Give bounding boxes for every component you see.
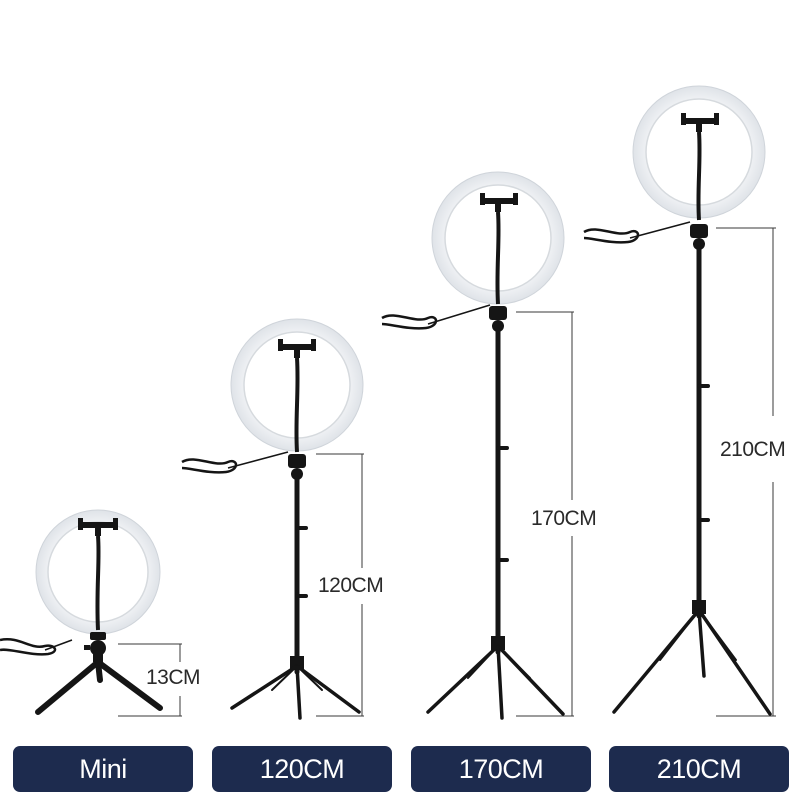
usb-cable	[0, 638, 73, 656]
pole-mount	[288, 454, 306, 480]
height-dimension-line	[516, 311, 574, 717]
stand-210cm	[583, 85, 776, 717]
height-label-120cm: 120CM	[318, 574, 384, 597]
height-label-mini: 13CM	[146, 666, 201, 689]
pole-mount	[690, 224, 708, 250]
pole-mount	[489, 306, 507, 332]
stand-name-210cm: 210CM	[609, 746, 789, 792]
gooseneck	[294, 357, 300, 453]
height-label-170cm: 170CM	[531, 507, 597, 530]
phone-holder	[278, 339, 316, 358]
tripod-base	[612, 600, 772, 716]
stand-name-120cm: 120CM	[212, 746, 392, 792]
mini-stand	[0, 509, 182, 717]
gooseneck	[696, 131, 702, 221]
height-dimension-line	[716, 227, 776, 717]
gooseneck	[95, 535, 101, 631]
stand-170cm	[381, 171, 574, 720]
phone-holder	[480, 193, 518, 212]
stand-name-170cm: 170CM	[411, 746, 591, 792]
height-dimension-line	[118, 643, 182, 717]
phone-holder	[78, 518, 118, 536]
telescoping-pole	[495, 327, 509, 655]
ball-head	[84, 632, 106, 662]
usb-cable	[181, 451, 289, 474]
usb-cable	[583, 221, 691, 244]
stand-name-mini: Mini	[13, 746, 193, 792]
height-dimension-line	[316, 453, 364, 717]
gooseneck	[495, 211, 501, 305]
phone-holder	[681, 113, 719, 132]
height-label-210cm: 210CM	[720, 438, 786, 461]
mini-tripod	[35, 659, 163, 715]
telescoping-pole	[696, 245, 710, 619]
telescoping-pole	[294, 475, 308, 675]
usb-cable	[381, 304, 491, 330]
tripod-base	[230, 656, 361, 720]
stand-120cm	[181, 318, 364, 720]
tripod-base	[426, 636, 565, 720]
